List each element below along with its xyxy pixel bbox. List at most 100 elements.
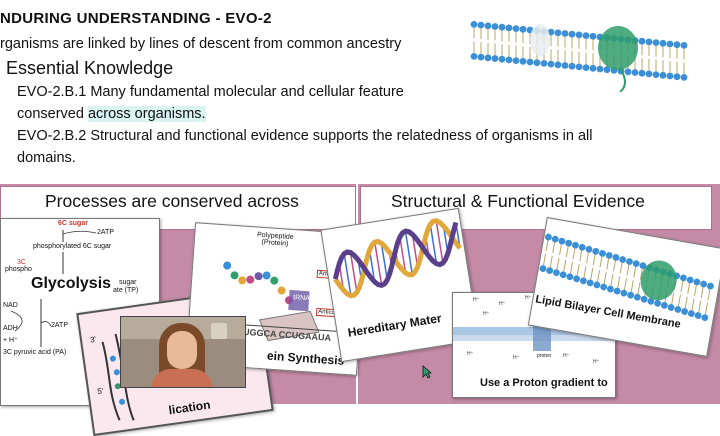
lipid-head [687, 310, 695, 318]
membrane-image-top [470, 0, 720, 92]
lipid-tail [620, 263, 622, 274]
left-header-line1: Processes are conserved across [45, 191, 299, 212]
lipid-head [700, 280, 708, 288]
lipid-head [639, 70, 646, 77]
replication-3prime: 3' [89, 335, 96, 345]
lipid-tail [604, 272, 606, 284]
proton-symbol: H⁺ [593, 359, 600, 365]
lipid-tail [607, 258, 609, 269]
lipid-head [600, 283, 608, 291]
replication-5prime: 5' [97, 386, 104, 396]
amino-acid-bead [262, 271, 271, 280]
lipid-head [674, 306, 682, 314]
lipid-head [681, 42, 688, 49]
lipid-head [593, 281, 601, 289]
lipid-tail [638, 282, 640, 294]
proton-symbol: H⁺ [499, 301, 506, 307]
lipid-head [660, 72, 667, 79]
lipid-head [653, 71, 660, 78]
lipid-head [627, 291, 635, 299]
lipid-head [639, 38, 646, 45]
lipid-tail [631, 280, 633, 292]
lipid-head [653, 39, 660, 46]
lipid-head [562, 62, 569, 69]
lipid-tail [614, 260, 616, 271]
amino-acid-bead [230, 271, 239, 280]
lipid-head [506, 57, 513, 64]
amino-acid-bead [223, 261, 232, 270]
ek2-line2: domains. [17, 150, 76, 166]
membrane-protein [598, 26, 638, 70]
lipid-head [667, 303, 675, 311]
lipid-head [681, 74, 688, 81]
lipid-head [499, 56, 506, 63]
lipid-head [583, 32, 590, 39]
lipid-tail [681, 281, 683, 292]
proton-symbol: H⁺ [467, 351, 474, 357]
lipid-head [552, 269, 560, 277]
lipid-head [558, 237, 566, 245]
lipid-tail [699, 301, 701, 313]
lipid-head [565, 239, 573, 247]
lipid-head [539, 265, 547, 273]
lipid-head [548, 61, 555, 68]
lipid-head [633, 293, 641, 301]
webcam-video[interactable] [120, 316, 246, 388]
right-header-text: Structural & Functional Evidence [391, 191, 645, 212]
video-person-body [151, 369, 213, 388]
proton-symbol: H⁺ [513, 355, 520, 361]
lipid-head [527, 59, 534, 66]
lipid-head [667, 73, 674, 80]
lipid-tail [593, 254, 595, 265]
base-pair [375, 242, 382, 285]
enduring-understanding-text: rganisms are linked by lines of descent … [0, 36, 401, 52]
lipid-head [492, 23, 499, 30]
lipid-head [613, 287, 621, 295]
lipid-head [478, 22, 485, 29]
lipid-head [646, 39, 653, 46]
amino-acid-bead [246, 275, 255, 284]
proton-symbol: H⁺ [525, 295, 532, 301]
lipid-head [579, 277, 587, 285]
lipid-head [471, 21, 478, 28]
lipid-head [674, 73, 681, 80]
lipid-head [555, 29, 562, 36]
amino-acid-bead [270, 276, 279, 285]
lipid-head [619, 256, 627, 264]
lipid-head [590, 33, 597, 40]
video-lamp [211, 323, 227, 339]
lipid-head [701, 314, 709, 322]
lipid-head [686, 276, 694, 284]
lipid-tail [701, 287, 703, 298]
amino-acid-bead [238, 276, 247, 285]
lipid-head [632, 69, 639, 76]
lipid-head [569, 31, 576, 38]
lipid-head [583, 64, 590, 71]
ek1-line1: EVO-2.B.1 Many fundamental molecular and… [17, 84, 404, 100]
lipid-tail [591, 268, 593, 280]
essential-knowledge-heading: Essential Knowledge [6, 58, 173, 79]
ek1-highlight: across organisms. [88, 106, 206, 122]
lipid-head [513, 57, 520, 64]
lipid-head [654, 299, 662, 307]
lipid-head [681, 308, 689, 316]
ek2-line1: EVO-2.B.2 Structural and functional evid… [17, 128, 592, 144]
lipid-head [562, 30, 569, 37]
lipid-head [706, 282, 714, 290]
proton-symbol: H⁺ [563, 353, 570, 359]
lipid-tail [580, 250, 582, 261]
lipid-head [520, 26, 527, 33]
lipid-tail [597, 270, 599, 282]
lipid-tail [546, 240, 548, 251]
lipid-head [597, 66, 604, 73]
lipid-tail [685, 297, 687, 309]
lipid-head [674, 41, 681, 48]
lipid-tail [573, 248, 575, 259]
lipid-head [625, 68, 632, 75]
lipid-head [599, 249, 607, 257]
lipid-head [592, 247, 600, 255]
lipid-head [520, 58, 527, 65]
lipid-tail [584, 266, 586, 278]
lipid-head [626, 258, 634, 266]
lipid-tail [543, 254, 545, 266]
